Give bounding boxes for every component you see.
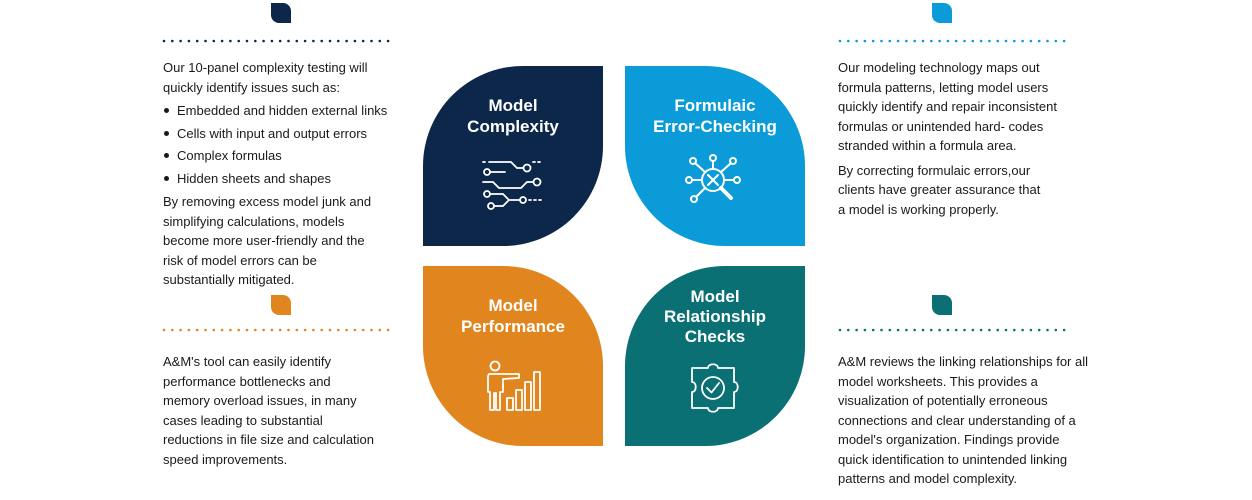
list-item: Embedded and hidden external links [163,101,403,121]
marker-model-performance [271,295,291,315]
marker-formulaic-error-checking [932,3,952,23]
formulaic-error-checking-paragraph-2: By correcting formulaic errors,our clien… [838,162,1041,217]
dotted-divider-model-relationship-checks [838,328,1074,332]
petal-title-model-relationship-checks: Model Relationship Checks [663,287,766,346]
circuit-icon [482,161,544,210]
model-complexity-description: Our 10-panel complexity testing will qui… [163,58,403,290]
petal-model-relationship-checks: Model Relationship Checks [625,266,805,446]
model-relationship-checks-description: A&M reviews the linking relationships fo… [838,352,1090,489]
petal-title-model-performance: Model Performance [461,296,565,336]
model-complexity-closing: By removing excess model junk and simpli… [163,194,372,287]
magnifier-x-icon [685,154,741,203]
petal-model-complexity: Model Complexity [423,66,603,246]
puzzle-check-icon [691,363,739,413]
model-performance-paragraph: A&M's tool can easily identify performan… [163,354,375,467]
formulaic-error-checking-paragraph-1: Our modeling technology maps out formula… [838,60,1057,153]
model-complexity-issue-list: Embedded and hidden external links Cells… [163,101,403,188]
marker-model-complexity [271,3,291,23]
formulaic-error-checking-description: Our modeling technology maps out formula… [838,58,1066,219]
petal-title-formulaic-error-checking: Formulaic Error-Checking [653,96,777,136]
marker-model-relationship-checks [932,295,952,315]
dotted-divider-model-performance [162,328,398,332]
petal-model-performance: Model Performance [423,266,603,446]
model-performance-description: A&M's tool can easily identify performan… [163,352,375,469]
petal-title-model-complexity: Model Complexity [467,96,559,136]
dotted-divider-model-complexity [162,39,398,43]
model-relationship-checks-paragraph: A&M reviews the linking relationships fo… [838,354,1088,486]
model-complexity-intro: Our 10-panel complexity testing will qui… [163,60,368,95]
presenter-chart-icon [487,360,541,411]
list-item: Cells with input and output errors [163,124,403,144]
list-item: Hidden sheets and shapes [163,169,403,189]
list-item: Complex formulas [163,146,403,166]
petal-formulaic-error-checking: Formulaic Error-Checking [625,66,805,246]
dotted-divider-formulaic-error-checking [838,39,1074,43]
